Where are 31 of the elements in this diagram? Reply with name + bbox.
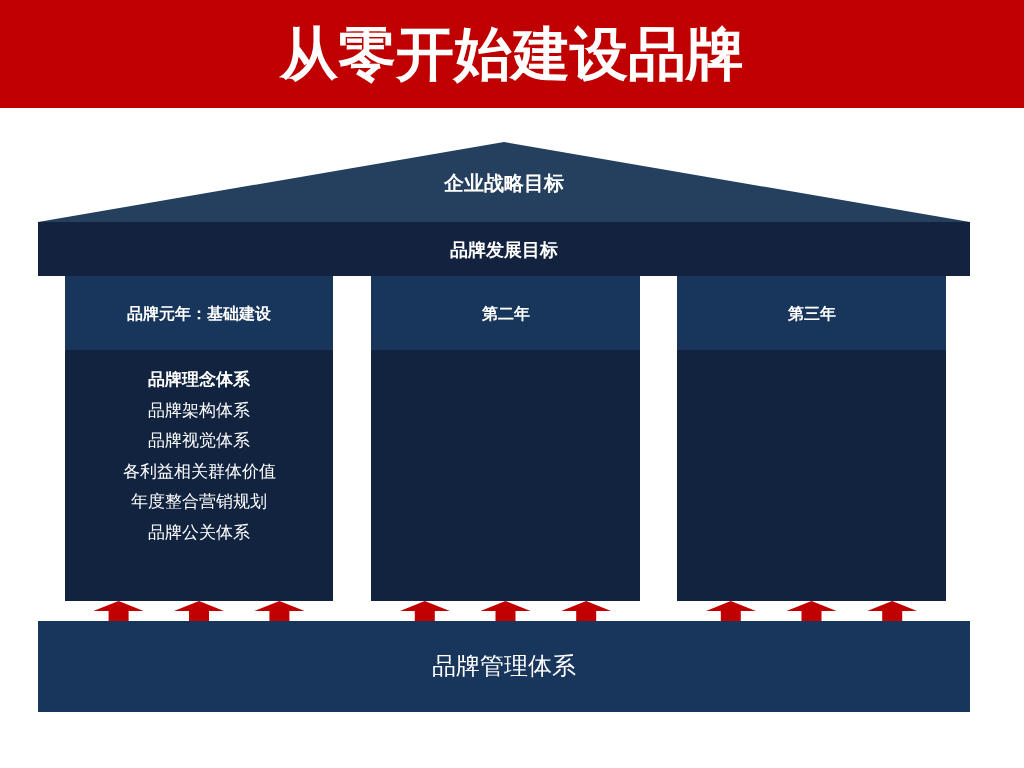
list-item: 各利益相关群体价值	[122, 459, 276, 483]
roof-triangle	[38, 142, 970, 222]
pillar-header	[677, 276, 946, 350]
list-item: 品牌架构体系	[148, 398, 250, 422]
beam-bar	[38, 222, 970, 276]
arrow	[93, 601, 144, 621]
list-item: 品牌公关体系	[148, 520, 250, 544]
beam-label: 品牌发展目标	[450, 237, 558, 261]
pillar-body	[65, 350, 333, 601]
pillar-body	[371, 350, 640, 601]
list-item: 品牌理念体系	[148, 368, 250, 391]
arrow	[174, 601, 224, 621]
pillar-title: 第二年	[481, 302, 530, 324]
list-item: 年度整合营销规划	[131, 490, 267, 514]
pillar-title: 品牌元年：基础建设	[127, 302, 271, 324]
arrow	[867, 601, 918, 621]
pillar-header	[371, 276, 640, 350]
pillar-title: 第三年	[787, 302, 836, 324]
arrow	[254, 601, 305, 621]
arrow	[399, 601, 450, 621]
arrow	[705, 601, 756, 621]
roof-label: 企业战略目标	[444, 170, 564, 196]
arrow	[786, 601, 837, 621]
foundation-label: 品牌管理体系	[432, 651, 576, 682]
arrow	[480, 601, 531, 621]
foundation-bar	[38, 621, 970, 712]
page-title: 从零开始建设品牌	[280, 19, 744, 89]
pillar-header	[65, 276, 333, 350]
list-item: 品牌视觉体系	[148, 429, 250, 453]
arrow	[561, 601, 612, 621]
pillar-body	[677, 350, 946, 601]
